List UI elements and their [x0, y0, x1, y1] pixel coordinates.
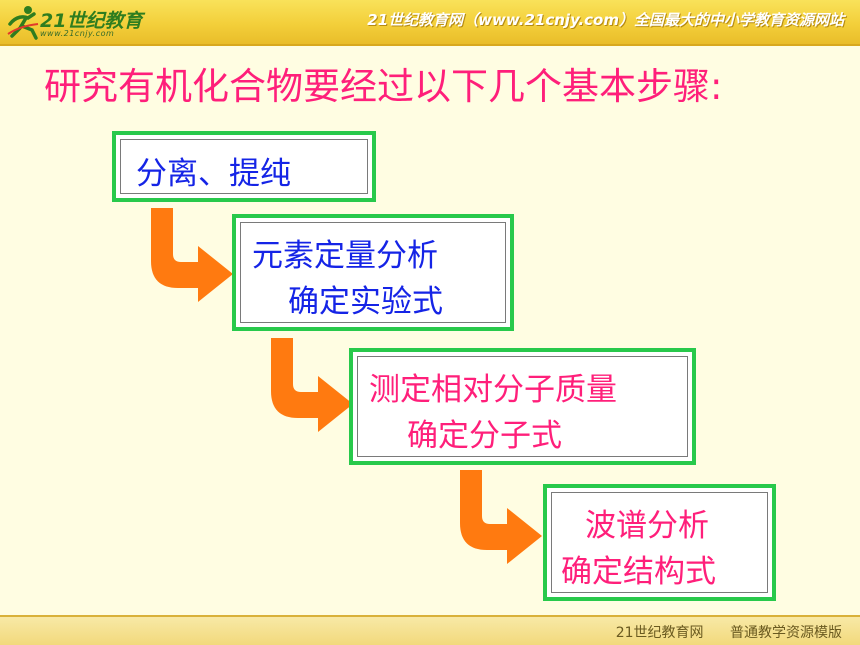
logo-text: 21世纪教育	[40, 10, 143, 32]
step-4-line-1: 波谱分析	[585, 508, 709, 544]
step-box-molecular-mass: 测定相对分子质量 确定分子式	[349, 348, 696, 465]
logo-url: www.21cnjy.com	[40, 29, 115, 38]
site-logo[interactable]: 21世纪教育 www.21cnjy.com	[6, 4, 146, 42]
footer-divider	[0, 615, 860, 617]
slide-title: 研究有机化合物要经过以下几个基本步骤:	[44, 65, 723, 108]
step-3-line-2: 确定分子式	[407, 418, 562, 454]
bent-arrow-icon	[271, 338, 353, 432]
step-4-line-2: 确定结构式	[561, 554, 716, 590]
bent-arrow-icon	[460, 470, 542, 564]
step-2-line-2: 确定实验式	[288, 284, 443, 320]
step-box-elemental-analysis: 元素定量分析 确定实验式	[232, 214, 514, 331]
footer-label: 普通教学资源模版	[730, 625, 842, 641]
footer-text: 21世纪教育网 普通教学资源模版	[594, 622, 842, 642]
step-box-spectral-analysis: 波谱分析 确定结构式	[543, 484, 776, 601]
step-3-line-1: 测定相对分子质量	[369, 372, 617, 408]
step-2-line-1: 元素定量分析	[252, 238, 438, 274]
footer-site[interactable]: 21世纪教育网	[615, 625, 704, 641]
header-bar: 21世纪教育 www.21cnjy.com 21世纪教育网（www.21cnjy…	[0, 0, 860, 46]
step-box-separation: 分离、提纯	[112, 131, 376, 202]
footer-bar: 21世纪教育网 普通教学资源模版	[0, 617, 860, 645]
step-1-line-1: 分离、提纯	[136, 156, 291, 192]
runner-logo-icon	[7, 6, 39, 40]
bent-arrow-icon	[151, 208, 233, 302]
header-tagline: 21世纪教育网（www.21cnjy.com）全国最大的中小学教育资源网站	[367, 11, 844, 29]
